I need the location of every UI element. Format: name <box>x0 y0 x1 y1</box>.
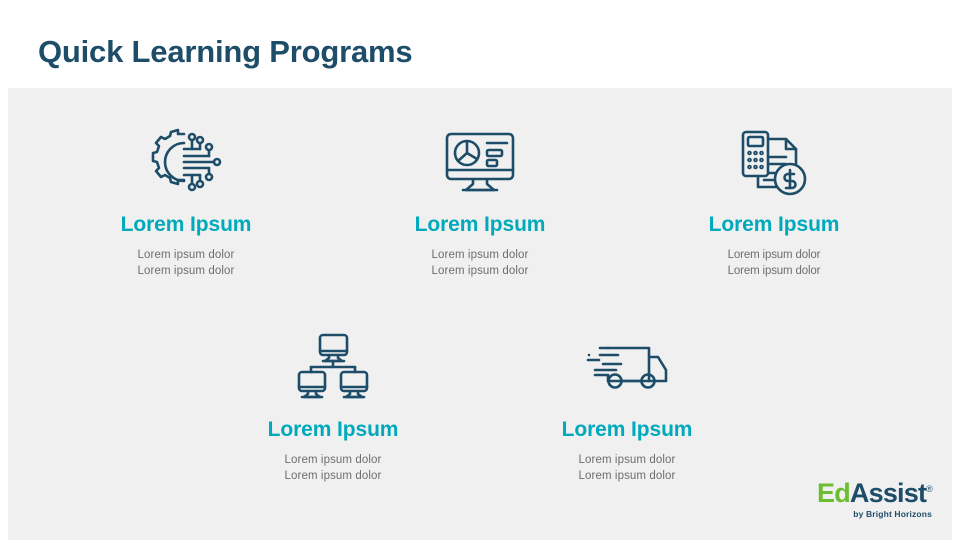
item-row-one: Lorem Ipsum Lorem ipsum dolor Lorem ipsu… <box>8 126 952 279</box>
program-item-3[interactable]: Lorem Ipsum Lorem ipsum dolor Lorem ipsu… <box>627 126 921 279</box>
item-description-line-2: Lorem ipsum dolor <box>137 265 235 277</box>
item-description-line-2: Lorem ipsum dolor <box>727 265 821 277</box>
item-description: Lorem ipsum dolor Lorem ipsum dolor <box>728 247 821 279</box>
item-title: Lorem Ipsum <box>414 213 546 236</box>
delivery-truck-icon <box>586 331 668 403</box>
item-description-line-2: Lorem ipsum dolor <box>431 265 529 277</box>
item-title: Lorem Ipsum <box>267 418 399 441</box>
item-description-line-1: Lorem ipsum dolor <box>137 249 235 261</box>
item-description: Lorem ipsum dolor Lorem ipsum dolor <box>138 247 235 279</box>
monitor-dashboard-icon <box>443 126 517 198</box>
program-item-5[interactable]: Lorem Ipsum Lorem ipsum dolor Lorem ipsu… <box>480 331 774 484</box>
item-description: Lorem ipsum dolor Lorem ipsum dolor <box>579 452 676 484</box>
item-title: Lorem Ipsum <box>708 213 840 236</box>
computer-network-icon <box>297 331 369 403</box>
logo-ed-text: Ed <box>817 477 851 508</box>
calculator-invoice-dollar-icon <box>738 126 810 198</box>
item-title: Lorem Ipsum <box>120 213 252 236</box>
item-description-line-2: Lorem ipsum dolor <box>578 470 676 482</box>
item-description-line-1: Lorem ipsum dolor <box>727 249 821 261</box>
registered-trademark-icon: ® <box>926 483 933 494</box>
logo-tagline: by Bright Horizons <box>853 508 932 519</box>
item-description: Lorem ipsum dolor Lorem ipsum dolor <box>432 247 529 279</box>
item-row-two: Lorem Ipsum Lorem ipsum dolor Lorem ipsu… <box>8 331 952 484</box>
item-description: Lorem ipsum dolor Lorem ipsum dolor <box>285 452 382 484</box>
item-description-line-1: Lorem ipsum dolor <box>578 454 676 466</box>
logo-assist-text: Assist <box>849 477 927 508</box>
item-description-line-1: Lorem ipsum dolor <box>431 249 529 261</box>
edassist-logo: EdAssist® by Bright Horizons <box>817 477 933 519</box>
content-panel: Lorem Ipsum Lorem ipsum dolor Lorem ipsu… <box>8 88 952 540</box>
program-item-1[interactable]: Lorem Ipsum Lorem ipsum dolor Lorem ipsu… <box>39 126 333 279</box>
gear-circuit-icon <box>148 126 224 198</box>
logo-wordmark: EdAssist® <box>817 477 933 508</box>
item-title: Lorem Ipsum <box>561 418 693 441</box>
item-description-line-1: Lorem ipsum dolor <box>284 454 382 466</box>
page-title: Quick Learning Programs <box>38 34 413 69</box>
item-description-line-2: Lorem ipsum dolor <box>284 470 382 482</box>
program-item-4[interactable]: Lorem Ipsum Lorem ipsum dolor Lorem ipsu… <box>186 331 480 484</box>
program-item-2[interactable]: Lorem Ipsum Lorem ipsum dolor Lorem ipsu… <box>333 126 627 279</box>
